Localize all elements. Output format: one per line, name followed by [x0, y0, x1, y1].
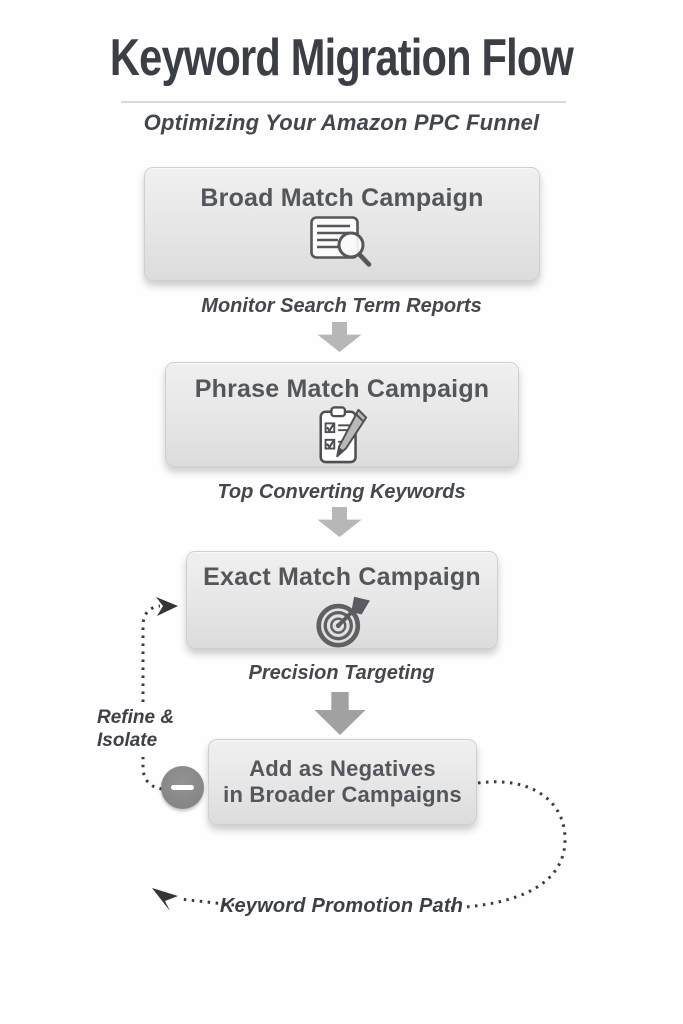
connector-label-converting: Top Converting Keywords: [217, 481, 466, 503]
refine-loop-arrowhead-icon: [156, 597, 178, 616]
step-broad-match-campaign: Broad Match Campaign: [144, 167, 540, 281]
down-arrow-icon: [317, 322, 362, 352]
connector-label-precision: Precision Targeting: [248, 662, 435, 684]
step-label: Phrase Match Campaign: [194, 375, 490, 403]
refine-loop-path-lower: [141, 757, 163, 791]
page-subtitle: Optimizing Your Amazon PPC Funnel: [143, 110, 540, 135]
minus-bar: [171, 785, 194, 790]
title-divider: [121, 101, 566, 103]
refine-isolate-label: Refine & Isolate: [97, 706, 187, 752]
keyword-promotion-path-label: Keyword Promotion Path: [219, 895, 464, 917]
refine-label-line2: Isolate: [97, 730, 158, 751]
down-arrow-icon: [314, 692, 366, 735]
page-title: Keyword Migration Flow: [109, 29, 574, 87]
target-dart-icon: [316, 596, 370, 648]
step-phrase-match-campaign: Phrase Match Campaign: [165, 362, 519, 467]
step-add-as-negatives: Add as Negatives in Broader Campaigns: [208, 739, 477, 825]
down-arrow-icon: [317, 507, 362, 537]
step-label-line2: in Broader Campaigns: [223, 782, 462, 807]
minus-circle-icon: [161, 766, 204, 809]
step-exact-match-campaign: Exact Match Campaign: [186, 551, 498, 649]
clipboard-checklist-icon: [319, 406, 368, 464]
document-magnifier-icon: [310, 216, 372, 267]
refine-label-line1: Refine &: [97, 707, 175, 728]
refine-loop-path-upper: [141, 604, 161, 702]
step-label-line1: Add as Negatives: [249, 756, 436, 781]
connector-label-monitor: Monitor Search Term Reports: [201, 295, 482, 317]
step-label: Broad Match Campaign: [200, 184, 484, 212]
step-label: Exact Match Campaign: [203, 563, 481, 591]
